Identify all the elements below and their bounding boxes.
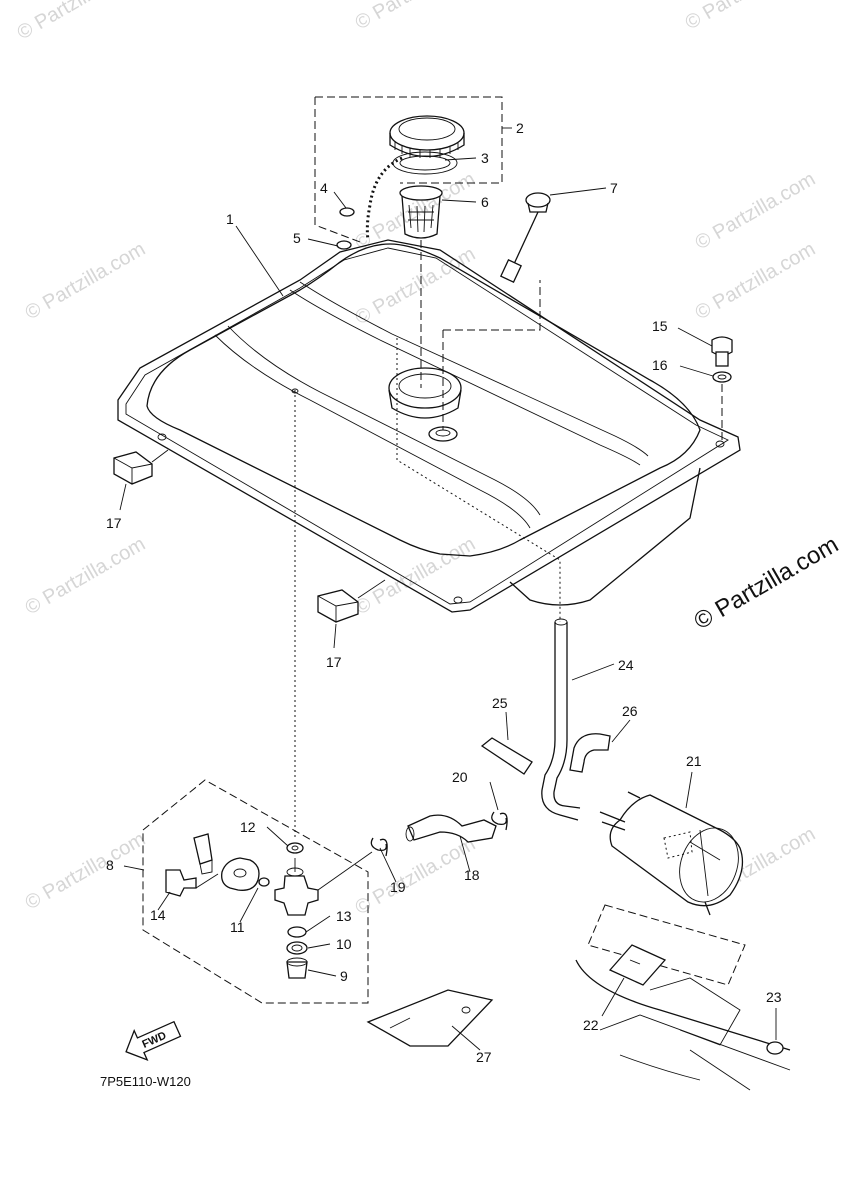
part-label-6: 6 [481,194,489,210]
watermark: © Partzilla.com [692,238,820,324]
part-label-11: 11 [230,919,245,935]
part-label-12: 12 [240,819,256,835]
fwd-arrow: FWD [125,1020,182,1062]
part-label-8: 8 [106,857,114,873]
assembly-lines [294,240,561,840]
part-label-17b: 17 [326,654,342,670]
part-label-3: 3 [481,150,489,166]
part-label-7: 7 [610,180,618,196]
fuel-hose-clips [317,811,508,891]
watermark: © Partzilla.com [22,238,150,324]
part-label-5: 5 [293,230,301,246]
tool-bag [366,989,494,1047]
part-label-26: 26 [622,703,638,719]
part-label-23: 23 [766,989,782,1005]
watermark: © Partzilla.com [22,828,150,914]
watermark: © Partzilla.com [692,168,820,254]
part-label-21: 21 [686,753,702,769]
watermark: © Partzilla.com [352,833,480,919]
bolt-washer [711,336,733,440]
part-label-13: 13 [336,908,352,924]
part-label-17a: 17 [106,515,122,531]
part-label-1: 1 [226,211,234,227]
fuel-cock-assembly [142,779,369,1004]
fuel-cap-assembly [314,96,551,283]
part-label-10: 10 [336,936,352,952]
part-labels: 1 2 3 4 5 6 7 8 9 10 11 12 13 14 15 16 1… [106,120,782,1065]
part-label-16: 16 [652,357,668,373]
part-label-18: 18 [464,867,480,883]
part-label-9: 9 [340,968,348,984]
part-label-27: 27 [476,1049,492,1065]
part-label-19: 19 [390,879,406,895]
hose-25 [480,737,533,775]
watermark: © Partzilla.com [22,533,150,619]
part-label-14: 14 [150,907,166,923]
watermark: © Partzilla.com [352,243,480,329]
part-label-2: 2 [516,120,524,136]
part-label-4: 4 [320,180,328,196]
watermark: © Partzilla.com [352,168,480,254]
diagram-reference-code: 7P5E110-W120 [100,1074,191,1089]
part-label-22: 22 [583,1017,599,1033]
watermark: © Partzilla.com [352,533,480,619]
watermark: © Partzilla.com [682,0,810,34]
part-label-25: 25 [492,695,508,711]
part-label-15: 15 [652,318,668,334]
watermark: © Partzilla.com [352,0,480,34]
charcoal-canister [599,791,744,916]
part-label-20: 20 [452,769,468,785]
cushion-pads [113,449,386,623]
vent-hose [541,618,581,821]
hose-26 [569,733,611,773]
copyright-text: © Partzilla.com [690,531,844,635]
watermark: © Partzilla.com [14,0,142,44]
leader-lines [119,127,777,1051]
canister-bracket [575,904,791,1091]
part-label-24: 24 [618,657,634,673]
